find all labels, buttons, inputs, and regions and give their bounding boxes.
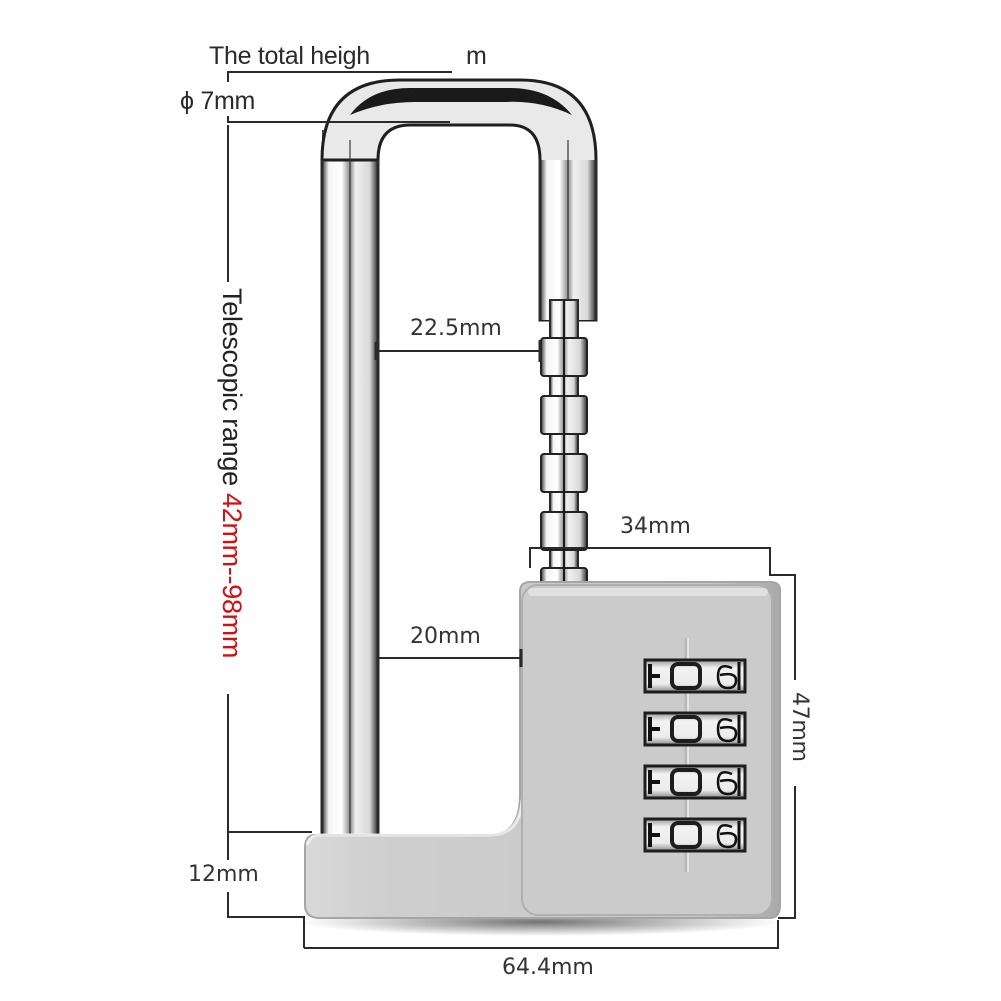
combination-dials: [643, 658, 747, 853]
dial-row-1[interactable]: [643, 658, 747, 694]
dim-total-height-top: [227, 71, 452, 82]
telescopic-post: [540, 299, 588, 601]
dial-row-2[interactable]: [643, 711, 747, 747]
dim-total-width: [304, 920, 779, 949]
base-height-label: 12mm: [188, 862, 259, 887]
dim-body-height: [778, 786, 796, 919]
shackle: [320, 78, 598, 840]
telescopic-range-label: Telescopic range 42mm--98mm: [217, 288, 247, 659]
telescopic-range-prefix: Telescopic range: [217, 288, 247, 494]
dim-body-top: [529, 547, 796, 680]
dial-row-4[interactable]: [643, 817, 747, 853]
label-mask: [176, 86, 276, 116]
body-top-width-label: 34mm: [620, 514, 691, 539]
inner-width-upper-label: 22.5mm: [410, 316, 502, 341]
dial-row-3[interactable]: [643, 764, 747, 800]
shackle-diameter-label: ϕ 7mm: [180, 87, 256, 115]
body-height-label: 47mm: [787, 692, 812, 762]
dim-base-bottom: [227, 892, 305, 948]
dimension-lines: [227, 71, 796, 949]
total-height-label-suffix: m: [466, 42, 487, 70]
label-mask: [205, 40, 370, 70]
label-mask: [784, 685, 808, 783]
telescopic-range-value: 42mm--98mm: [217, 493, 247, 659]
total-width-label: 64.4mm: [502, 955, 594, 980]
inner-width-lower-label: 20mm: [410, 624, 481, 649]
total-height-label: The total heigh: [209, 42, 370, 70]
